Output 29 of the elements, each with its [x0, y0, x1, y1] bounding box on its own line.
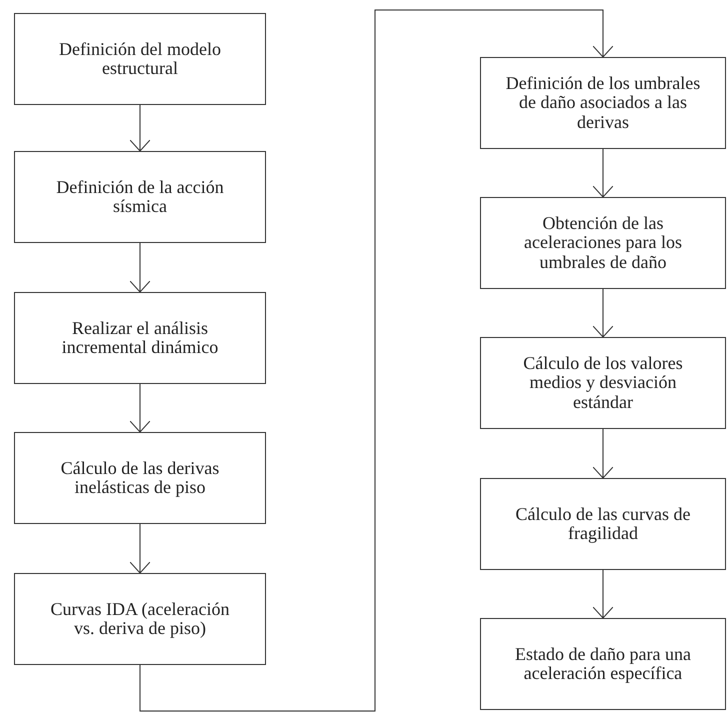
process-box	[480, 618, 726, 710]
process-box	[14, 13, 266, 105]
process-box	[480, 197, 726, 289]
arrow	[592, 570, 614, 618]
process-box	[480, 57, 726, 149]
process-box	[14, 432, 266, 524]
process-box	[14, 292, 266, 384]
arrow	[592, 148, 614, 198]
step-label: Definición de los umbrales de daño asociados a las derivas	[505, 74, 701, 132]
step-label: Curvas IDA (aceleración vs. deriva de piso)	[50, 600, 230, 638]
arrow	[592, 428, 614, 478]
process-box	[480, 337, 726, 429]
step-label: Cálculo de las derivas inelásticas de piso	[60, 458, 220, 498]
step-label: Cálculo de los valores medios y desviación estándar	[522, 354, 684, 412]
arrow	[130, 242, 150, 292]
arrow	[130, 384, 150, 432]
arrow	[592, 288, 614, 338]
step-label: Definición del modelo estructural	[58, 40, 222, 78]
arrow	[130, 104, 150, 152]
step-label: Definición de la acción sísmica	[55, 178, 225, 216]
arrow	[140, 10, 614, 712]
step-label: Obtención de las aceleraciones para los umbrales de daño	[523, 214, 683, 272]
step-label: Cálculo de las curvas de fragilidad	[514, 504, 692, 544]
process-box	[14, 151, 266, 243]
process-box	[480, 478, 726, 570]
process-box	[14, 573, 266, 665]
step-label: Realizar el análisis incremental dinámico	[60, 318, 220, 358]
step-label: Estado de daño para una aceleración específica	[514, 644, 692, 684]
arrow	[130, 524, 150, 574]
